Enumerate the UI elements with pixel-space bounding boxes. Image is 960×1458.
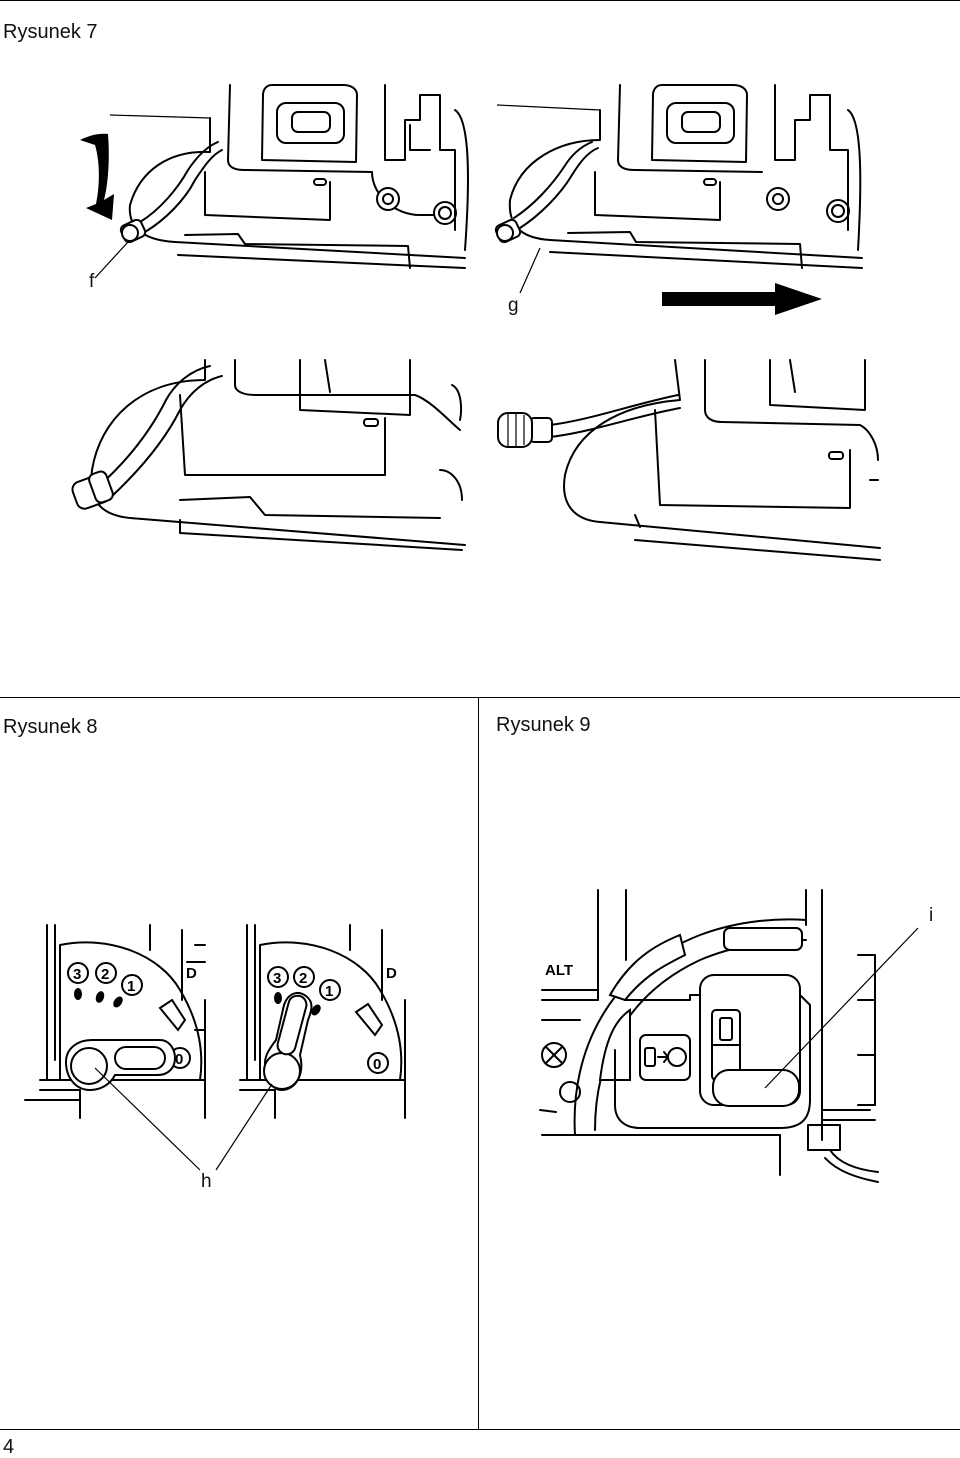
top-rule — [0, 0, 960, 1]
dial-mark-1-left: 1 — [127, 978, 135, 995]
dial-mark-3-right: 3 — [273, 970, 281, 987]
dial-mark-2-right: 2 — [299, 970, 307, 987]
dial-mark-0-left: 0 — [175, 1051, 183, 1068]
dial-mark-2-left: 2 — [101, 966, 109, 983]
callout-g: g — [508, 295, 519, 316]
brand-fragment: ALT — [545, 962, 573, 979]
svg-text:D: D — [386, 965, 397, 982]
bottom-rule — [0, 1429, 960, 1430]
callout-f: f — [89, 271, 95, 292]
fig7-tool-top-left — [80, 85, 468, 278]
fig7-zoom-right — [498, 360, 880, 560]
callout-h: h — [201, 1171, 212, 1192]
fig9-switch-view: ALT — [540, 890, 918, 1182]
section-divider — [0, 697, 960, 698]
dial-mark-1-right: 1 — [325, 983, 333, 1000]
figure-7-title: Rysunek 7 — [3, 21, 98, 43]
dial-mark-3-left: 3 — [73, 966, 81, 983]
callout-i: i — [929, 905, 934, 926]
svg-text:D: D — [186, 965, 197, 982]
column-divider — [478, 697, 479, 1430]
fig7-zoom-left — [70, 360, 465, 550]
fig7-tool-top-right — [494, 85, 862, 315]
figure-9-title: Rysunek 9 — [496, 714, 591, 736]
figure-8-title: Rysunek 8 — [3, 716, 98, 738]
dial-mark-0-right: 0 — [373, 1056, 381, 1073]
page-number: 4 — [3, 1436, 15, 1458]
fig8-dial-right: D 3 2 1 0 — [216, 925, 405, 1170]
fig8-dial-left: D 3 2 1 0 — [25, 925, 205, 1170]
